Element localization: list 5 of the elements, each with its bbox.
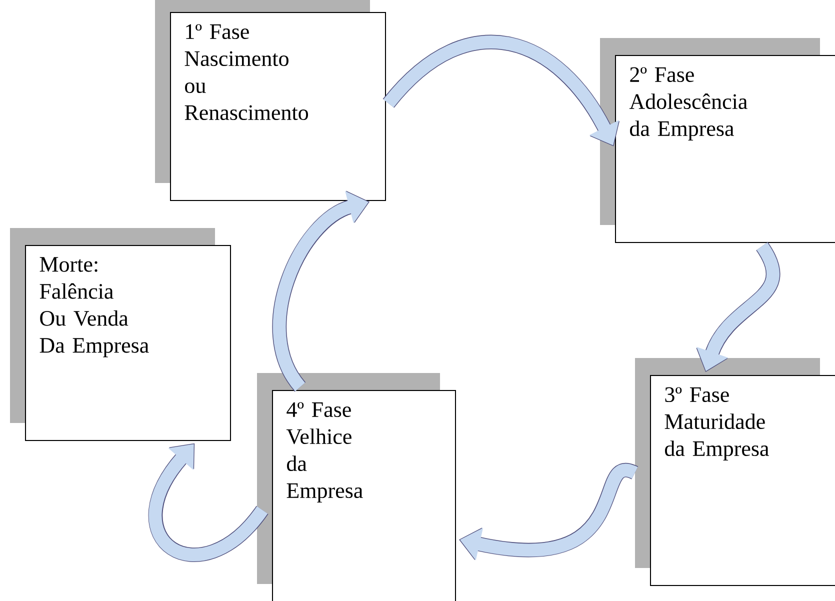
phase-box: Morte: Falência Ou Venda Da Empresa — [10, 228, 231, 441]
phase-box: 1º Fase Nascimento ou Renascimento — [155, 0, 386, 201]
phase-box: 3º Fase Maturidade da Empresa — [635, 358, 835, 586]
phase-box: 2º Fase Adolescência da Empresa — [600, 38, 835, 243]
phase-box: 4º Fase Velhice da Empresa — [257, 373, 456, 601]
